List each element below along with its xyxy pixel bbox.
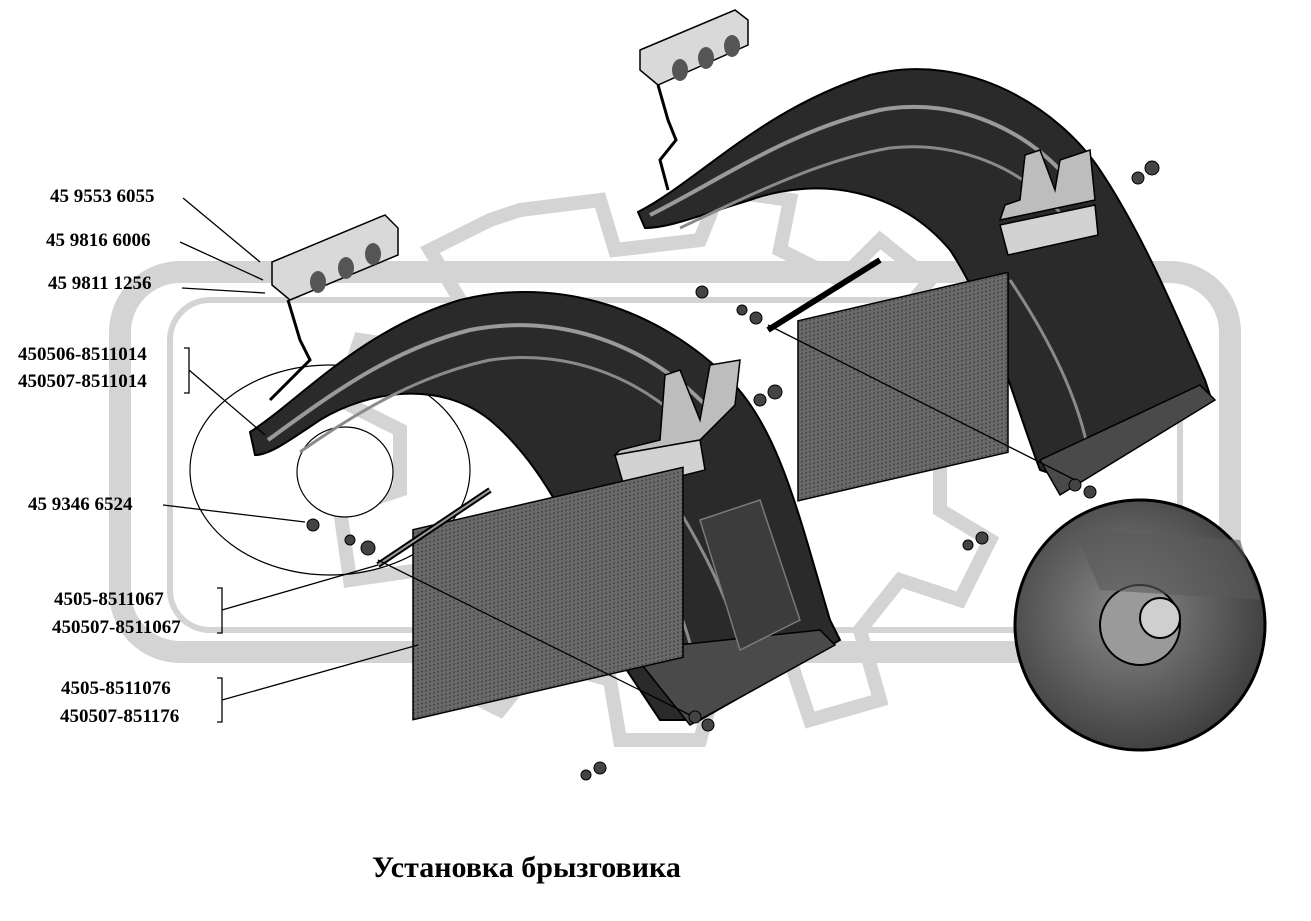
wheel-cutout <box>296 426 394 518</box>
hardware <box>306 160 1160 781</box>
fender-right <box>636 68 1217 497</box>
diagram-title: Установка брызговика <box>372 851 681 884</box>
label-part-4a: 450506-8511014 <box>18 344 147 365</box>
rod-right <box>766 257 882 333</box>
label-part-6b: 450507-8511067 <box>52 617 181 638</box>
mudflap-right <box>797 271 1009 502</box>
bracket-left-top <box>268 214 399 402</box>
label-part-7a: 4505-8511076 <box>61 678 171 699</box>
label-part-7b: 450507-851176 <box>60 706 180 727</box>
mudflap-left <box>412 466 684 721</box>
rod-left-highlight <box>377 489 491 566</box>
label-part-6a: 4505-8511067 <box>54 589 164 610</box>
label-part-2: 45 9816 6006 <box>46 230 151 251</box>
label-part-3: 45 9811 1256 <box>48 273 152 294</box>
label-part-4b: 450507-8511014 <box>18 371 147 392</box>
detail-view <box>1013 498 1267 752</box>
leader-lines <box>162 197 1076 723</box>
wheel-outline <box>189 364 471 576</box>
label-part-1: 45 9553 6055 <box>50 186 155 207</box>
label-part-5: 45 9346 6524 <box>28 494 133 515</box>
bracket-right-top <box>639 9 749 191</box>
